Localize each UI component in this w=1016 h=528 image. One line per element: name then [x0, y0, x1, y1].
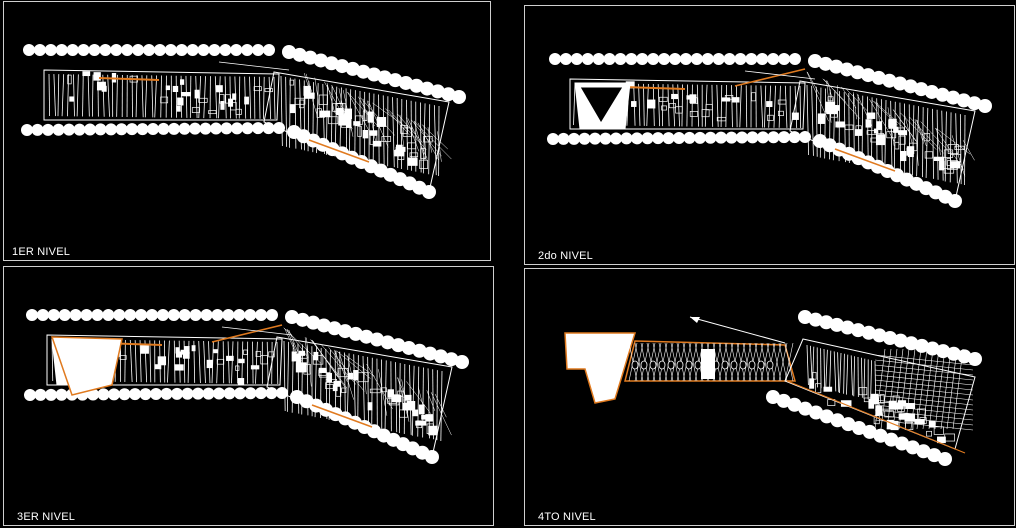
- sheet-level-2: 2do NIVEL: [524, 5, 1015, 265]
- floor-plan-level-2: [547, 53, 992, 208]
- sheet-level-4: 4TO NIVEL: [524, 268, 1015, 526]
- sheet-level-1: 1ER NIVEL: [3, 1, 491, 261]
- sheet-label-level-1: 1ER NIVEL: [12, 246, 71, 258]
- floor-plan-level-3: [24, 309, 469, 464]
- sheet-level-3: 3ER NIVEL: [3, 266, 494, 526]
- sheet-label-level-2: 2do NIVEL: [538, 250, 594, 262]
- sheet-label-level-3: 3ER NIVEL: [17, 511, 76, 523]
- sheet-label-level-4: 4TO NIVEL: [538, 511, 596, 523]
- floor-plan-level-1: [21, 44, 466, 199]
- floor-plan-level-4: [564, 310, 982, 466]
